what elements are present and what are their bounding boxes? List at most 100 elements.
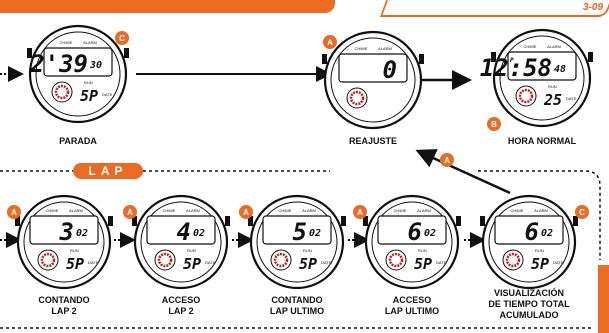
sub-dial-segments [273, 252, 289, 268]
transition-badge: A [440, 153, 454, 167]
chime-label: CHIME [355, 46, 368, 51]
run-label: RUN [70, 248, 79, 253]
watch-inner-ring [23, 201, 105, 283]
watch-button-left [480, 216, 485, 226]
chime-label: CHIME [163, 208, 176, 213]
button-badge-letter: A [127, 208, 133, 217]
lcd-main [377, 215, 447, 245]
button-badge-letter: C [119, 34, 125, 43]
sub-dial-segments [505, 252, 521, 268]
page-number: 3-09 [582, 2, 603, 13]
lcd-main-digits: 4 [177, 218, 191, 246]
button-badge: A [239, 205, 253, 219]
lcd-day-digits: 5P [299, 255, 317, 273]
lcd-day-digits: 5P [183, 255, 201, 273]
lcd-seconds: 02 [76, 228, 88, 239]
lcd-main-digits: 5 [293, 218, 307, 246]
watch-inner-ring [35, 31, 121, 117]
date-label: DATE [102, 92, 113, 97]
date-label: DATE [88, 260, 99, 265]
button-badge-letter: A [243, 208, 249, 217]
watch-button-left [15, 216, 20, 226]
lcd-day-digits: 5P [531, 255, 549, 273]
lcd-main-digits: 0 [383, 56, 397, 84]
lcd-main-digits: 12:58 [480, 54, 552, 82]
alarm-label: ALARM [186, 208, 200, 213]
lcd-main [507, 51, 577, 81]
chime-label: CHIME [511, 208, 524, 213]
chime-label: CHIME [60, 40, 73, 45]
side-tab [598, 265, 609, 333]
alarm-label: ALARM [417, 208, 431, 213]
watch-inner-ring [140, 201, 222, 283]
sub-dial-segments [349, 90, 365, 106]
lcd-pm-indicator: P [510, 57, 514, 64]
alarm-label: ALARM [69, 208, 83, 213]
caption-reajuste: REAJUSTE [348, 136, 398, 146]
watch-button-left [491, 52, 496, 62]
watch-button-right [108, 216, 113, 226]
alarm-label: ALARM [534, 208, 548, 213]
button-badge-letter: A [11, 208, 17, 217]
watch-button-left [322, 54, 327, 64]
alarm-label: ALARM [83, 40, 97, 45]
button-badge-letter: A [357, 208, 363, 217]
watch-button-left [27, 48, 32, 58]
lcd-main [146, 215, 216, 245]
date-label: DATE [436, 260, 447, 265]
lcd-seconds: 02 [424, 228, 436, 239]
lcd-day-digits: 5P [80, 87, 98, 105]
button-badge: A [7, 205, 21, 219]
chime-label: CHIME [394, 208, 407, 213]
watch-button-right [341, 216, 346, 226]
lcd-seconds: 02 [541, 228, 553, 239]
lcd-main-digits: 6 [525, 218, 539, 246]
watch-button-right [225, 216, 230, 226]
caption-parada: PARADA [59, 136, 97, 146]
button-badge: A [353, 205, 367, 219]
watch-button-right [124, 48, 129, 58]
date-label: DATE [321, 260, 332, 265]
date-label: DATE [566, 96, 577, 101]
lcd-main-digits: 6 [408, 218, 422, 246]
caption-hora-normal: HORA NORMAL [507, 136, 577, 146]
lcd-seconds: 02 [309, 228, 321, 239]
watch-inner-ring [330, 37, 416, 123]
alarm-label: ALARM [547, 44, 561, 49]
run-label: RUN [84, 80, 93, 85]
lcd-main-digits: 3 [59, 218, 74, 246]
lcd-day-digits: 25 [543, 91, 562, 109]
sub-dial-segments [518, 88, 534, 104]
lap-section-title: LAP [73, 163, 143, 179]
sub-dial-segments [157, 252, 173, 268]
date-label: DATE [553, 260, 564, 265]
watch-button-left [132, 216, 137, 226]
button-badge: B [487, 117, 501, 131]
lcd-seconds: 02 [193, 228, 205, 239]
lcd-main [262, 215, 332, 245]
lcd-seconds: 30 [89, 60, 102, 71]
watch-inner-ring [488, 201, 570, 283]
lcd-main-digits: 2'39 [29, 50, 88, 78]
run-label: RUN [303, 248, 312, 253]
watch-button-right [573, 216, 578, 226]
lcd-main [494, 215, 564, 245]
chime-label: CHIME [46, 208, 59, 213]
button-badge-letter: A [327, 38, 333, 47]
alarm-label: ALARM [302, 208, 316, 213]
button-badge-letter: C [579, 208, 585, 217]
watch-inner-ring [371, 201, 453, 283]
